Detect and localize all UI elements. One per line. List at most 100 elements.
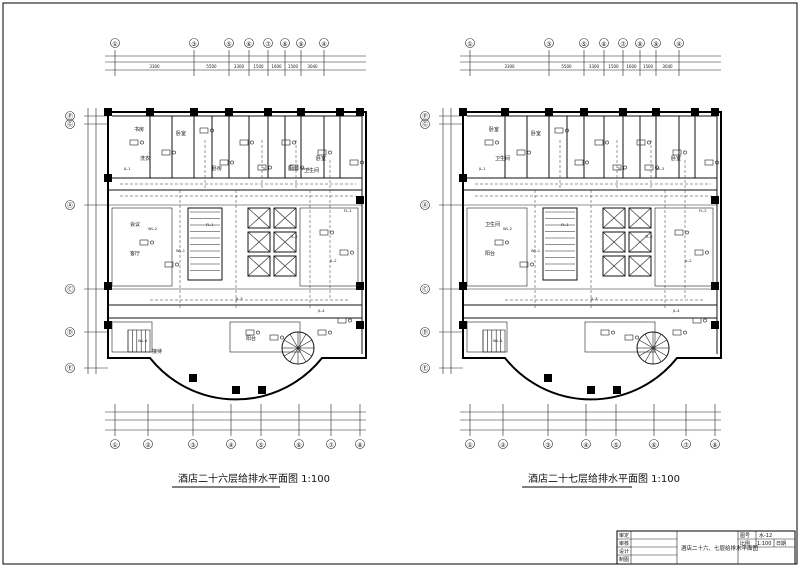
axis-label: ④ [228,442,233,449]
elevator-shaft [628,207,652,229]
axis-label: ④ [676,41,681,48]
plumbing-fixture [129,139,139,146]
plumbing-fixture [319,229,329,236]
floor-drain [360,160,364,165]
structural-column [104,321,112,329]
pipe-tag: TL-2 [644,235,653,239]
structural-column [356,321,364,329]
axis-bubble [544,38,554,48]
title-block-row-4: 制图 [619,556,629,563]
plumbing-fixture [257,164,267,171]
axis-label: ① [112,41,117,48]
floor-drain [292,140,296,145]
plumbing-fixture [339,249,349,256]
axis-label: Ⓒ [67,286,73,294]
title-block-scale-label: 比例 [740,540,750,547]
axis-label: ① [112,442,117,449]
dimension-text: 5500 [561,64,572,69]
plan-title-26: 酒店二十六层给排水平面图 1:100 [178,472,330,485]
pipe-tag: WL-2 [503,227,512,231]
structural-column [691,108,699,116]
plan-title-27: 酒店二十七层给排水平面图 1:100 [528,472,680,485]
title-block: 审定 审核 设计 制图 酒店二十六、七层给排水平面图 图号 水-12 比例 1:… [616,530,796,565]
structural-column [652,108,660,116]
spiral-tread [638,347,654,357]
structural-column [232,386,240,394]
axis-bubble [65,119,75,129]
plumbing-fixture [554,127,564,134]
room-outline [299,207,359,287]
elevator-cross [247,255,271,277]
axis-label: ⑤ [258,442,263,449]
axis-label: ⑦ [265,41,271,48]
axis-bubble [65,363,75,373]
structural-column [545,108,553,116]
floor-drain [683,330,687,335]
room-outline [654,207,714,287]
axis-bubble [226,439,236,449]
axis-bubble [635,38,645,48]
axis-bubble [326,439,336,449]
plumbing-fixture [245,329,255,336]
spiral-tread [289,333,299,349]
axis-bubble [110,439,120,449]
axis-label: ⑤ [226,41,231,48]
plumbing-fixture [704,159,714,166]
pipe-tag: JL-4 [317,309,325,313]
axis-bubble [65,111,75,121]
dimension-text: 1500 [253,64,264,69]
floor-drain [655,165,659,170]
elevator-cross [247,231,271,253]
axis-bubble [294,439,304,449]
room-outline [466,321,508,353]
structural-column [264,108,272,116]
room-label: 卧室 [176,130,186,137]
structural-column [619,108,627,116]
plumbing-fixture [494,239,504,246]
pipe-tag: WL-3 [300,167,309,171]
axis-label: ⑧ [712,442,717,449]
floor-drain [150,240,154,245]
dimension-text: 3300 [589,64,600,69]
structural-column [146,108,154,116]
plumbing-fixture [644,164,654,171]
dimension-text: 3040 [307,64,318,69]
plumbing-fixture [672,149,682,156]
axis-label: ⑦ [620,41,626,48]
axis-label: Ⓓ [422,329,428,337]
floor-drain [623,165,627,170]
pipe-tag: WL-1 [531,249,540,253]
elevator-shaft [602,207,626,229]
plumbing-fixture [161,149,171,156]
axis-label: ⑤ [581,41,586,48]
plumbing-fixture [519,261,529,268]
structural-column [580,108,588,116]
elevator-cross [602,255,626,277]
plumbing-fixture [484,139,494,146]
structural-column [336,108,344,116]
room-label: 会议 [130,221,140,228]
floor-drain [635,335,639,340]
elevator-shaft [628,255,652,277]
axis-label: Ⓖ [67,121,73,129]
elevator-shaft [602,255,626,277]
axis-label: ⑥ [651,442,656,449]
axis-bubble [65,200,75,210]
plumbing-fixture [600,329,610,336]
title-block-row-1: 审定 [619,532,629,539]
axis-label: ③ [546,41,551,48]
axis-bubble [674,38,684,48]
axis-bubble [618,38,628,48]
pipe-tag: WL-3 [655,167,664,171]
title-block-project: 酒店二十六、七层给排水平面图 [681,544,759,552]
room-outline [466,207,528,287]
structural-column [356,282,364,290]
dimension-text: 3040 [662,64,673,69]
axis-bubble [649,439,659,449]
pipe-tag: TL-1 [261,167,270,171]
axis-bubble [296,38,306,48]
floor-drain [565,128,569,133]
